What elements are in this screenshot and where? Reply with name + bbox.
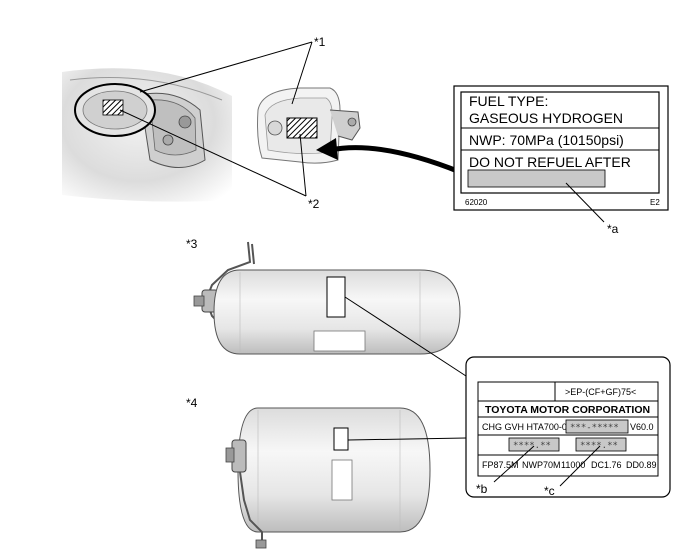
leader-lines-1: [139, 41, 313, 105]
callout-1: *1: [314, 35, 326, 49]
leader-lines-tank-label: [344, 296, 467, 441]
fuel-label-line1: FUEL TYPE:: [469, 93, 548, 109]
tank-label-mask-b: ****.**: [513, 441, 551, 451]
fuel-type-label-position: [286, 117, 318, 139]
hydrogen-tank-1: [193, 241, 461, 355]
callout-2: *2: [308, 197, 320, 211]
leader-lines-2: [119, 109, 307, 197]
leader-line-b: [493, 445, 535, 483]
tank-label-top-code: >EP-(CF+GF)75<: [565, 387, 636, 397]
tank-label-nwp: NWP70M: [522, 460, 561, 470]
fuel-label-line3: NWP: 70MPa (10150psi): [469, 132, 624, 148]
tank-label-volume: V60.0: [630, 422, 654, 432]
tank2-label-marker: [333, 427, 349, 451]
tank-label-fp: FP87.5M: [482, 460, 519, 470]
field-b: [508, 437, 560, 452]
fuel-label-code-left: 62020: [465, 198, 488, 207]
field-c: [575, 437, 627, 452]
leader-line-c: [559, 445, 601, 487]
fuel-lid-detail: [257, 87, 463, 175]
tank-label-cycles: 11000: [561, 460, 585, 470]
fuel-label-code-right: E2: [650, 198, 660, 207]
fuel-type-label-detail: FUEL TYPE: GASEOUS HYDROGEN NWP: 70MPa (…: [453, 85, 669, 223]
arrow-to-label-detail: [327, 145, 463, 175]
expiry-date-field: [467, 169, 606, 188]
tank-label-maker: TOYOTA MOTOR CORPORATION: [485, 404, 650, 416]
label-location-marker: [102, 99, 124, 116]
tank-label-mask-c: ****.**: [580, 441, 618, 451]
tank-label-dd: DD0.89: [626, 460, 657, 470]
tank-label-model: CHG GVH HTA700-01: [482, 422, 572, 432]
callout-b: *b: [476, 482, 488, 496]
tank1-label-marker: [326, 276, 346, 318]
fuel-label-line2: GASEOUS HYDROGEN: [469, 110, 623, 126]
tank-label-detail: >EP-(CF+GF)75< TOYOTA MOTOR CORPORATION …: [465, 356, 671, 498]
vehicle-fuel-lid-area: [62, 68, 232, 202]
arrow-head: [316, 138, 338, 160]
tank-label-serial: ***-*****: [570, 423, 619, 433]
tank-label-dc: DC1.76: [591, 460, 622, 470]
callout-3: *3: [186, 237, 198, 251]
hydrogen-tank-2: [225, 407, 431, 549]
callout-c: *c: [544, 484, 555, 498]
callout-a: *a: [607, 222, 619, 236]
leader-line-a: [565, 182, 605, 223]
fuel-label-line4: DO NOT REFUEL AFTER: [469, 154, 631, 170]
callout-4: *4: [186, 396, 198, 410]
serial-number-field: [565, 419, 629, 434]
